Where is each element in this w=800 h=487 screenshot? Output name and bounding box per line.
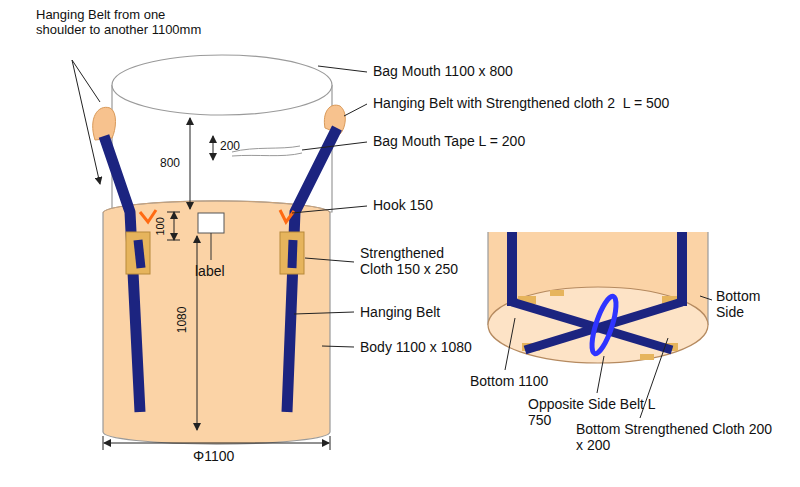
dimension-value: 800 xyxy=(160,157,180,171)
callout-label: Bottom 1100 xyxy=(470,373,548,389)
dimension-value: 200 xyxy=(220,140,240,154)
callout-label: label xyxy=(195,263,225,279)
callout-label: Hanging Belt with Strengthened cloth 2 L… xyxy=(373,95,669,111)
dimension-value: Φ1100 xyxy=(193,448,234,464)
callout-label: Bottom Strengthened Cloth 200 x 200 xyxy=(576,421,776,453)
callout-label: Bag Mouth 1100 x 800 xyxy=(373,63,513,79)
callout-label: Hook 150 xyxy=(373,197,433,213)
dimension-value: 100 xyxy=(154,217,167,235)
callout-label: Hanging Belt from one shoulder to anothe… xyxy=(36,8,214,38)
callout-label: Strengthened Cloth 150 x 250 xyxy=(360,245,478,277)
callout-label: Body 1100 x 1080 xyxy=(360,339,472,355)
callout-label: Hanging Belt xyxy=(360,304,440,320)
callout-label: Bag Mouth Tape L = 200 xyxy=(373,133,525,149)
callout-label: Bottom Side xyxy=(716,288,778,320)
dimension-value: 1080 xyxy=(176,307,190,334)
